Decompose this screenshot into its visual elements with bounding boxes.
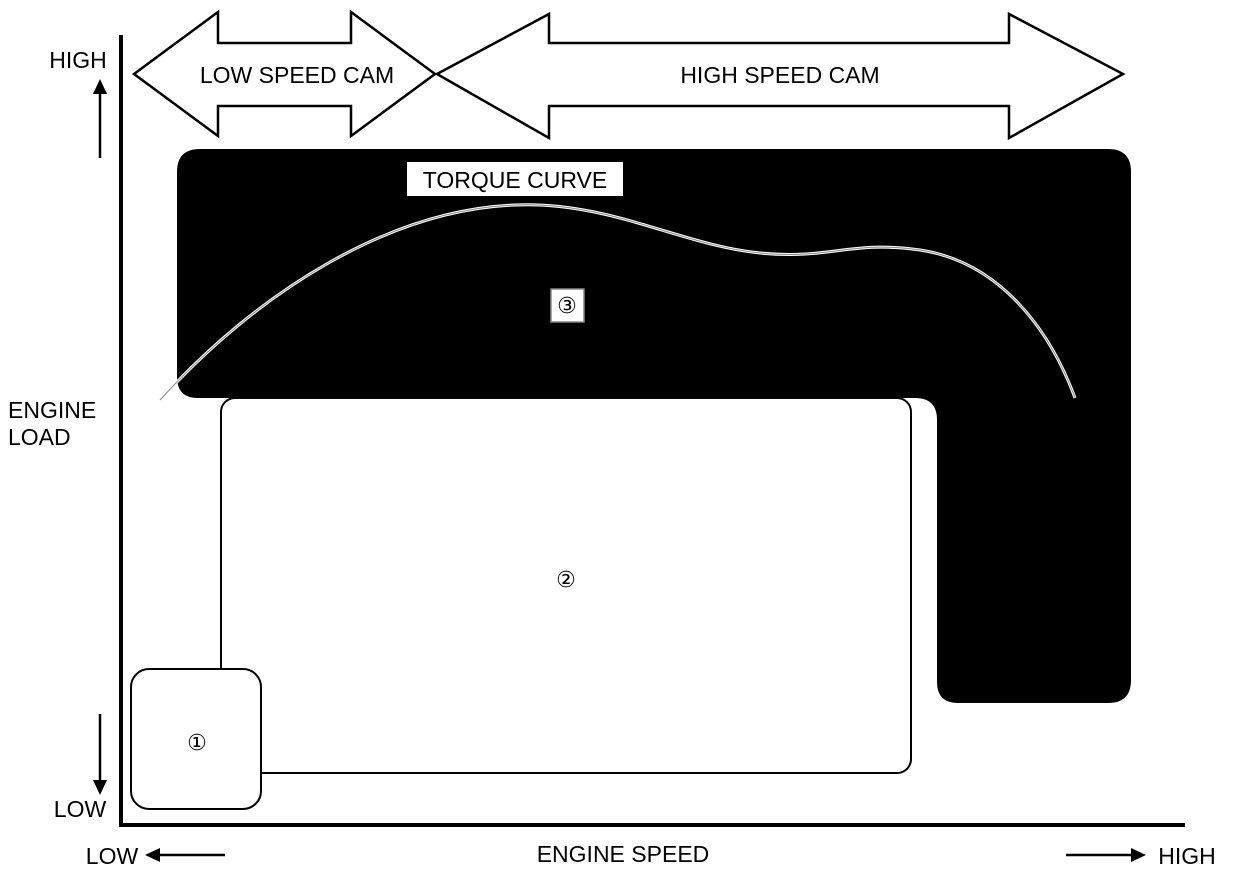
y-up-arrow-icon: [93, 79, 107, 158]
y-axis-title-line1: ENGINE: [8, 397, 96, 423]
y-axis-title-line2: LOAD: [8, 424, 71, 450]
region-1-area: [130, 668, 262, 810]
torque-curve-label: TORQUE CURVE: [423, 167, 607, 193]
region-3-label-box: [550, 288, 585, 323]
region-3-area: [177, 149, 1131, 703]
y-down-arrow-icon: [93, 714, 107, 795]
x-axis-low-label: LOW: [86, 843, 139, 869]
region-2-area: [220, 397, 912, 774]
torque-curve-label-box: [407, 162, 623, 196]
high-speed-cam-label: HIGH SPEED CAM: [680, 62, 879, 88]
x-right-arrow-icon: [1066, 848, 1146, 862]
x-axis-title: ENGINE SPEED: [537, 841, 710, 867]
high-speed-cam-arrow: [434, 11, 1126, 141]
y-axis-high-label: HIGH: [49, 47, 107, 73]
y-axis-low-label: LOW: [54, 796, 107, 822]
region-1-label: ①: [187, 731, 207, 756]
x-axis-high-label: HIGH: [1158, 843, 1216, 869]
x-left-arrow-icon: [145, 848, 225, 862]
torque-curve-line-inner: [159, 204, 1076, 401]
region-2-label: ②: [556, 568, 576, 593]
low-speed-cam-label: LOW SPEED CAM: [200, 62, 394, 88]
region-3-label: ③: [557, 294, 577, 319]
